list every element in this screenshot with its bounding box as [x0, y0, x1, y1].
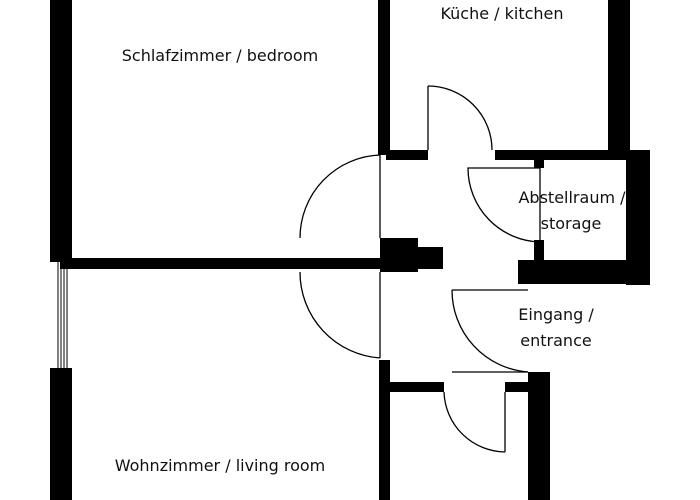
door-lower-hall	[443, 391, 506, 453]
wall-bath-top-left	[386, 382, 444, 392]
room-label-entrance-line2: entrance	[520, 331, 591, 350]
room-label-bedroom: Schlafzimmer / bedroom	[122, 46, 319, 65]
wall-kitchen-right	[608, 0, 630, 160]
wall-storage-left-stub-low	[534, 240, 544, 265]
door-kitchen	[427, 85, 493, 151]
room-label-entrance-line1: Eingang /	[518, 305, 594, 324]
room-label-kitchen: Küche / kitchen	[440, 4, 563, 23]
wall-left-lower	[50, 368, 72, 500]
door-storage	[467, 167, 541, 243]
wall-entrance-right	[528, 372, 550, 500]
door-entrance	[451, 289, 529, 373]
room-label-living-room: Wohnzimmer / living room	[115, 456, 326, 475]
wall-kitchen-left	[378, 0, 390, 155]
room-label-storage-line2: storage	[541, 214, 602, 233]
wall-storage-left-stub	[534, 156, 544, 168]
wall-kitchen-bottom-right	[495, 150, 630, 160]
window-left	[57, 262, 68, 368]
wall-junction-block-ext	[405, 247, 443, 269]
wall-livingroom-right	[379, 360, 390, 500]
wall-bedroom-livingroom	[60, 258, 390, 269]
door-living-room	[299, 271, 381, 359]
door-bedroom	[299, 154, 381, 239]
wall-kitchen-bottom-left	[386, 150, 428, 160]
wall-left-upper	[50, 0, 72, 262]
room-label-storage-line1: Abstellraum /	[518, 188, 626, 207]
wall-bath-top-right	[505, 382, 535, 392]
